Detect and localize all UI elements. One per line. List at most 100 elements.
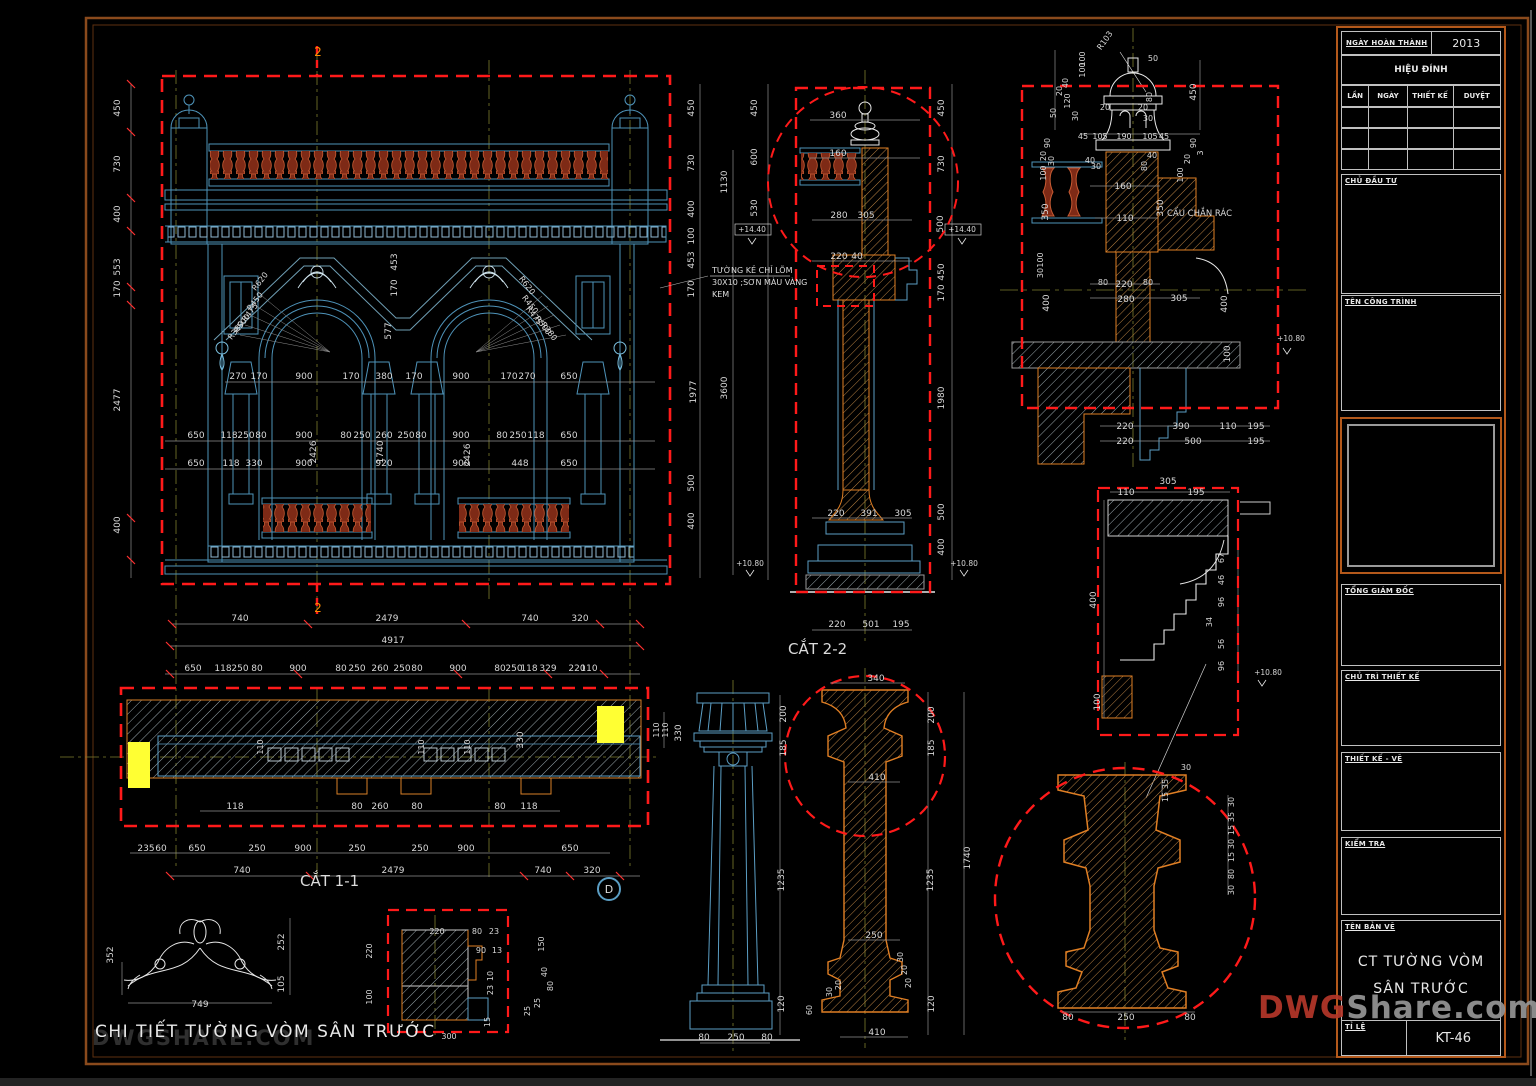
dim-label: 100 [1223, 345, 1233, 362]
dim-label: 900 [295, 431, 312, 441]
dim-label: 250 [237, 431, 254, 441]
dim-label: 220 [1115, 280, 1132, 290]
dim-label: 250 [411, 844, 428, 854]
dim-label: 120 [1063, 93, 1072, 108]
dim-label: 90 [1189, 138, 1198, 148]
dim-label: 1235 [926, 869, 936, 892]
dim-label: 453 [390, 253, 400, 270]
dim-label: 650 [561, 844, 578, 854]
dim-label: 185 [927, 739, 937, 756]
checker-label: KIỂM TRA [1345, 840, 1386, 848]
dim-label: 500 [1184, 437, 1201, 447]
dim-label: 270 [229, 372, 246, 382]
dim-label: 160 [829, 149, 846, 159]
section-2-2-view [734, 84, 982, 631]
dim-label: 190 [1116, 132, 1131, 141]
dim-label: 220 [365, 943, 374, 958]
dim-label: 1740 [963, 846, 973, 869]
dim-label: 15 [1161, 792, 1170, 802]
dimension-labels: 4507304005531702477400450730400100453170… [106, 29, 1305, 1043]
dim-label: 380 [375, 372, 392, 382]
dim-label: 118 [220, 431, 237, 441]
dim-label: 40 [540, 967, 549, 977]
dim-label: 30 [1227, 839, 1236, 849]
dim-label: 330 [516, 731, 526, 748]
dim-label: 100 [1036, 252, 1045, 267]
dim-label: 20 [904, 978, 913, 988]
dim-label: 50 [1049, 108, 1058, 118]
dim-label: 120 [777, 995, 787, 1012]
dim-label: 250 [505, 664, 522, 674]
dim-label: 30 [1181, 763, 1191, 772]
dim-label: 56 [1217, 639, 1226, 649]
dim-label: 30 [1227, 885, 1236, 895]
dim-label: 118 [520, 802, 537, 812]
dim-label: 80 [335, 664, 347, 674]
dim-label: 120 [927, 995, 937, 1012]
dim-label: 110 [1116, 214, 1133, 224]
dim-label: 740 [233, 866, 250, 876]
dim-label: 118 [527, 431, 544, 441]
dim-label: 4917 [382, 636, 405, 646]
dim-label: 80 [546, 981, 555, 991]
dim-label: 15 [1227, 852, 1236, 862]
dim-label: 80 [411, 802, 423, 812]
ornament-detail-view [121, 918, 291, 1004]
dim-label: 260 [371, 664, 388, 674]
dim-label: 80 [1145, 92, 1154, 102]
dim-label: 30 [896, 952, 905, 962]
dim-label: 100 [1039, 165, 1048, 180]
dim-label: 35 [1161, 779, 1170, 789]
dim-label: 650 [560, 431, 577, 441]
dim-label: 110 [580, 664, 597, 674]
dim-label: 330 [245, 459, 262, 469]
dim-label: 46 [1217, 575, 1226, 585]
col-duyet: DUYỆT [1463, 92, 1490, 100]
dim-label: 170 [500, 372, 517, 382]
dim-label: 25 [533, 998, 542, 1008]
dim-label: 320 [571, 614, 588, 624]
dim-label: 40 [851, 252, 863, 262]
dim-label: 450 [687, 99, 697, 116]
dim-label: 90 [1043, 138, 1052, 148]
dim-label: 900 [457, 844, 474, 854]
investor-label: CHỦ ĐẦU TƯ [1345, 177, 1398, 185]
sheet-detail-title: CHI TIẾT TƯỜNG VÒM SÂN TRƯỚC [95, 1022, 436, 1042]
dim-label: 118 [222, 459, 239, 469]
dim-label: 3 [1196, 150, 1205, 155]
dim-label: 250 [393, 664, 410, 674]
dim-label: 40 [1147, 151, 1157, 160]
col-thietke: THIẾT KẾ [1408, 86, 1454, 106]
baluster-profile-view [783, 674, 965, 1038]
dim-label: 280 [830, 211, 847, 221]
dim-label: 195 [1247, 422, 1264, 432]
dim-label: 100 [365, 989, 374, 1004]
drawing-name-label: TÊN BẢN VẼ [1345, 923, 1396, 931]
corner-detail-view [386, 908, 510, 1034]
dim-label: 900 [452, 431, 469, 441]
dim-label: 170 [250, 372, 267, 382]
dim-label: 23 [489, 927, 499, 936]
dim-label: 650 [184, 664, 201, 674]
dim-label: 195 [1187, 488, 1204, 498]
dim-label: 80 [496, 431, 508, 441]
drawing-number: KT-46 [1406, 1020, 1501, 1056]
dim-label: 330 [674, 724, 684, 741]
dim-label: 50 [1148, 54, 1158, 63]
dim-label: 600 [750, 148, 760, 165]
dim-label: 400 [687, 512, 697, 529]
dim-label: 80 [415, 431, 427, 441]
dim-label: 650 [187, 431, 204, 441]
dim-label: 553 [113, 258, 123, 275]
dim-label: +10.80 [1277, 334, 1305, 343]
dim-label: 260 [371, 802, 388, 812]
designer-label: THIẾT KẾ - VẼ [1345, 755, 1403, 763]
dim-label: 305 [1159, 477, 1176, 487]
elevation-view [164, 94, 668, 575]
dim-label: 730 [687, 154, 697, 171]
dim-label: 300 [441, 1032, 456, 1041]
dim-label: 250 [727, 1033, 744, 1043]
elevation-dim-ticks [126, 79, 645, 651]
dim-label: 250 [231, 664, 248, 674]
dim-label: 730 [113, 155, 123, 172]
